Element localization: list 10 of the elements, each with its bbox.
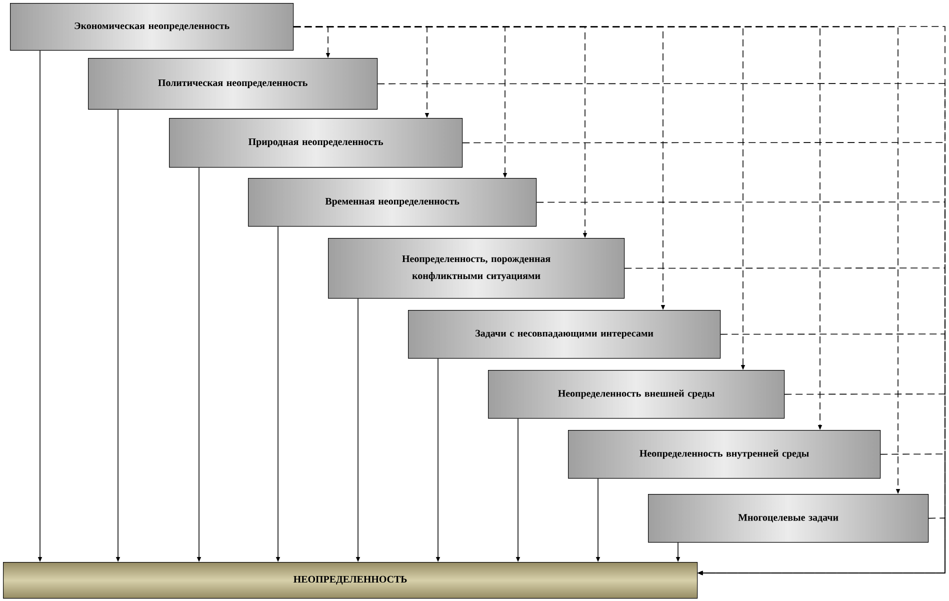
category-box: Политическая неопределенность [88, 58, 378, 110]
category-box: Экономическая неопределенность [10, 3, 294, 51]
category-box: Задачи с несовпадающими интересами [408, 310, 721, 359]
category-box: Природная неопределенность [169, 118, 463, 168]
category-box: Неопределенность, порожденная конфликтными ситуациями [328, 238, 625, 299]
category-box: Неопределенность внешней среды [488, 370, 785, 419]
category-box: Многоцелевые задачи [648, 494, 929, 543]
category-box: Временная неопределенность [248, 178, 537, 227]
category-box: Неопределенность внутренней среды [568, 430, 881, 479]
result-box: НЕОПРЕДЕЛЕННОСТЬ [3, 562, 698, 599]
